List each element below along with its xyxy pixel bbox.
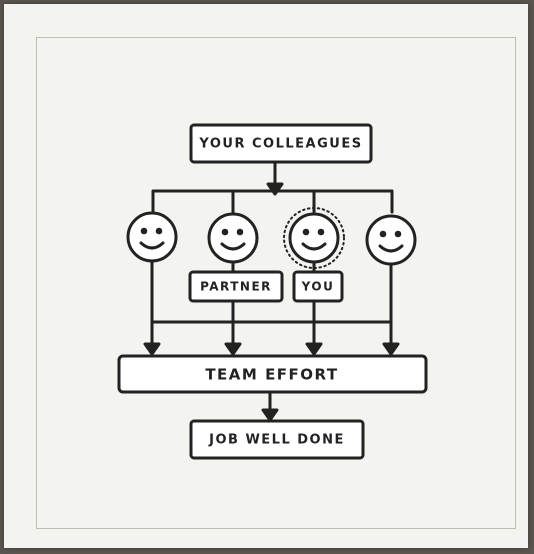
distributor-line [151, 189, 394, 214]
team-flow-diagram: YOUR COLLEAGUES PARTNER YOU TEAM EFFORT … [117, 123, 428, 460]
diagram-frame [36, 37, 516, 529]
face-you [283, 207, 345, 269]
face-colleague-4 [365, 214, 417, 266]
arrow-head-1 [143, 342, 161, 356]
you-box [292, 270, 344, 303]
partner-label: PARTNER [200, 280, 272, 294]
arrow-head-4 [382, 342, 400, 356]
team-effort-label: TEAM EFFORT [205, 366, 338, 384]
arrow-head-bottom [261, 408, 279, 422]
arrow-head-2 [224, 342, 242, 356]
team-effort-box [117, 354, 428, 394]
arrow-head-top [266, 182, 284, 196]
you-label: YOU [301, 280, 335, 294]
face-colleague-1 [126, 211, 178, 263]
job-well-done-label: JOB WELL DONE [208, 433, 345, 448]
face-partner [207, 212, 259, 264]
diagram-card: YOUR COLLEAGUES PARTNER YOU TEAM EFFORT … [4, 4, 528, 548]
arrow-head-3 [305, 342, 323, 356]
partner-box [188, 270, 284, 303]
colleagues-box [189, 123, 373, 164]
colleagues-label: YOUR COLLEAGUES [198, 137, 362, 152]
job-well-done-box [189, 419, 365, 460]
